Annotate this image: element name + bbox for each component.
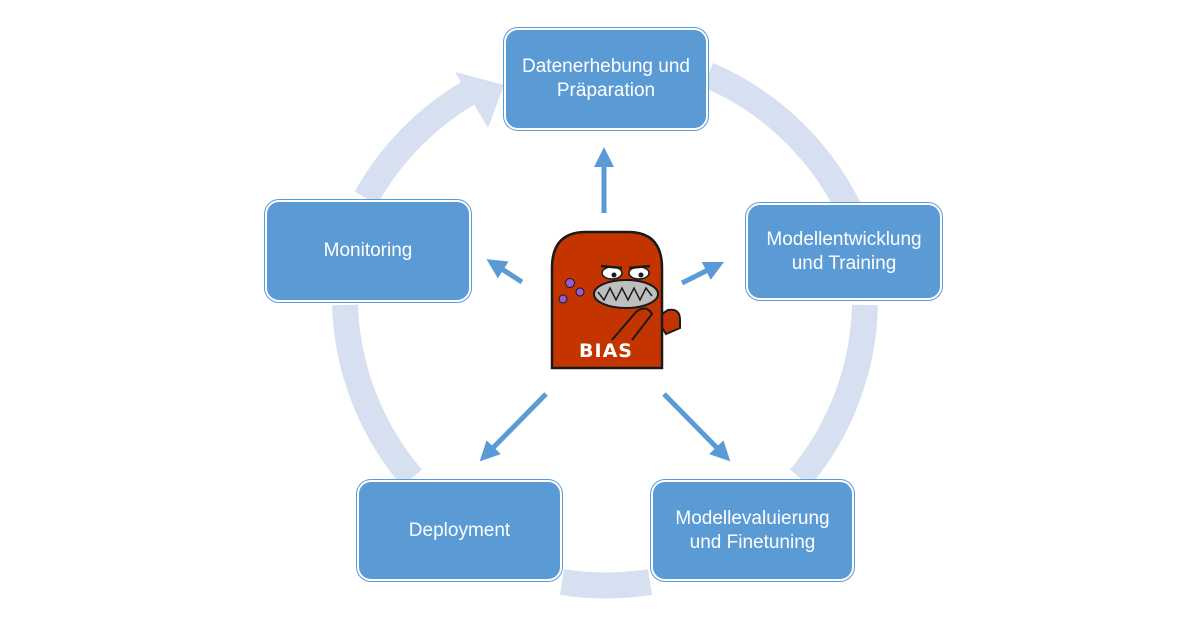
bias-pointer-arrows (479, 147, 731, 462)
stage-model-development[interactable]: Modellentwicklung und Training (746, 203, 942, 300)
bias-label: BIAS (579, 340, 633, 362)
cycle-ring-arc-2 (789, 304, 878, 487)
monster-mouth (593, 279, 659, 309)
arrow-to-deployment (479, 392, 548, 462)
arrow-to-model-development (680, 261, 725, 286)
stage-label: Datenerhebung und Präparation (522, 56, 690, 101)
bias-monster-icon (550, 230, 681, 370)
cycle-arrow-head (455, 72, 504, 128)
arrow-to-monitoring (486, 259, 524, 285)
stage-label: Monitoring (323, 240, 413, 261)
stage-model-evaluation[interactable]: Modellevaluierung und Finetuning (651, 480, 854, 581)
stage-label: Modellentwicklung und Training (766, 228, 922, 274)
cycle-ring-arc-4 (332, 304, 422, 487)
stage-data-collection[interactable]: Datenerhebung und Präparation (504, 28, 708, 130)
stage-deployment[interactable]: Deployment (357, 480, 562, 581)
monster-arm (611, 307, 654, 341)
arrow-to-model-evaluation (662, 392, 731, 462)
monster-spot (558, 294, 568, 304)
monster-spot (575, 287, 585, 297)
stage-label: Modellevaluierung und Finetuning (675, 507, 830, 553)
monster-spot (565, 278, 575, 288)
cycle-ring-arc-3 (559, 569, 653, 599)
stage-monitoring[interactable]: Monitoring (265, 200, 471, 302)
stage-label: Deployment (408, 519, 511, 541)
cycle-ring-arc-5 (354, 80, 477, 205)
monster-teeth (597, 286, 653, 302)
